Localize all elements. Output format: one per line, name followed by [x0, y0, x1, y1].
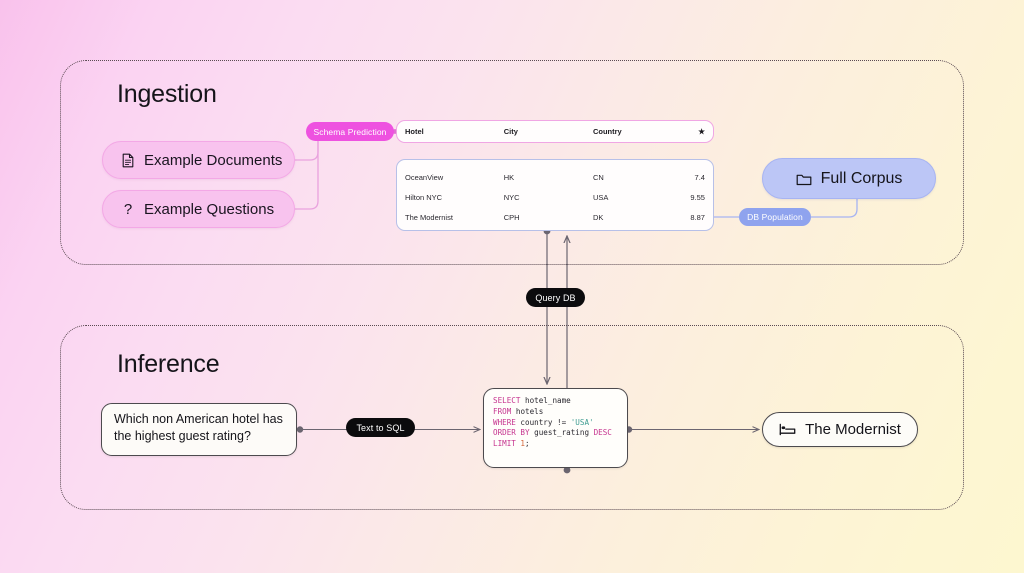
- sql-line-3: WHERE country != 'USA': [493, 418, 618, 429]
- badge-query-db[interactable]: Query DB: [526, 288, 585, 307]
- cell-city: HK: [503, 172, 515, 182]
- cell-city: CPH: [503, 212, 520, 222]
- node-result-label: The Modernist: [805, 421, 901, 438]
- sql-text: hotel_name: [520, 396, 571, 405]
- ingestion-section-frame: [60, 60, 964, 265]
- edge-questions-to-schema: [295, 141, 319, 210]
- inference-section-frame: [60, 325, 964, 510]
- badge-text-to-sql[interactable]: Text to SQL: [346, 418, 415, 437]
- star-icon: ★: [698, 127, 705, 136]
- sql-text: country !=: [515, 417, 571, 427]
- inference-title: Inference: [117, 350, 220, 378]
- cell-country: DK: [592, 212, 604, 222]
- node-result[interactable]: The Modernist: [762, 412, 918, 447]
- cell-city: NYC: [503, 192, 520, 202]
- table-row: The Modernist CPH DK 8.87: [405, 207, 705, 227]
- cell-rating: 9.55: [690, 192, 705, 202]
- node-full-corpus-label: Full Corpus: [820, 169, 903, 187]
- table-column-country: Country: [592, 127, 622, 136]
- sql-string: 'USA': [570, 417, 594, 427]
- sql-line-2: FROM hotels: [493, 407, 618, 418]
- sql-keyword: WHERE: [493, 417, 516, 427]
- table-column-city: City: [503, 127, 518, 136]
- bed-icon: [779, 423, 796, 436]
- cell-rating: 8.87: [690, 212, 705, 222]
- sql-line-4: ORDER BY guest_rating DESC: [493, 428, 618, 439]
- sql-text: hotels: [511, 406, 544, 416]
- cell-hotel: OceanView: [405, 172, 444, 182]
- sql-number: 1: [515, 439, 526, 449]
- ingestion-title: Ingestion: [117, 80, 217, 108]
- cell-country: CN: [592, 172, 604, 182]
- schema-table-header: Hotel City Country ★: [396, 120, 714, 143]
- edge-dot-sql-bottom: [563, 466, 571, 474]
- document-icon: [121, 153, 135, 168]
- node-full-corpus[interactable]: Full Corpus: [762, 158, 936, 199]
- table-row: Hilton NYC NYC USA 9.55: [405, 187, 705, 207]
- cell-rating: 7.4: [694, 172, 705, 182]
- sql-keyword: FROM: [493, 406, 512, 416]
- sql-keyword: ORDER BY: [493, 428, 530, 438]
- node-example-questions[interactable]: ? Example Questions: [102, 190, 295, 228]
- schema-table-body: OceanView HK CN 7.4 Hilton NYC NYC USA 9…: [396, 159, 714, 231]
- sql-line-1: SELECT hotel_name: [493, 396, 618, 407]
- badge-schema-prediction[interactable]: Schema Prediction: [306, 122, 394, 141]
- badge-db-population[interactable]: DB Population: [739, 208, 811, 226]
- sql-keyword: DESC: [593, 428, 612, 438]
- cell-hotel: Hilton NYC: [405, 192, 443, 202]
- sql-text: guest_rating: [529, 428, 594, 438]
- sql-query-card: SELECT hotel_name FROM hotels WHERE coun…: [483, 388, 628, 468]
- question-mark-icon: ?: [123, 200, 133, 218]
- sql-line-5: LIMIT 1;: [493, 439, 618, 450]
- edge-dot-question: [296, 426, 304, 433]
- folder-icon: [796, 172, 812, 186]
- sql-text: ;: [525, 439, 530, 449]
- node-example-documents-label: Example Documents: [144, 151, 283, 169]
- cell-country: USA: [592, 192, 609, 202]
- sql-keyword: LIMIT: [493, 439, 516, 449]
- table-column-hotel: Hotel: [405, 127, 424, 136]
- sql-keyword: SELECT: [493, 396, 521, 405]
- node-example-documents[interactable]: Example Documents: [102, 141, 295, 179]
- table-row: OceanView HK CN 7.4: [405, 167, 705, 187]
- question-card: Which non American hotel has the highest…: [101, 403, 297, 456]
- cell-hotel: The Modernist: [405, 212, 453, 222]
- edge-dbpop-to-corpus: [811, 199, 858, 218]
- node-example-questions-label: Example Questions: [144, 200, 275, 218]
